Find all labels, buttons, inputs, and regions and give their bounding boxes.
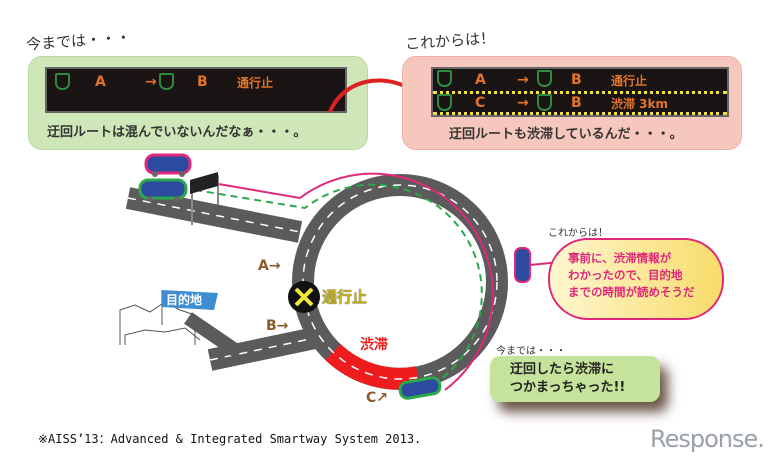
sign-arrow: → xyxy=(145,74,157,90)
past-bubble: 迂回したら渋滞に つかまっちゃった!! xyxy=(490,356,660,402)
car-icon-bottom xyxy=(398,376,442,400)
before-bubble: A → B 通行止 迂回ルートは混んでいないんだなぁ・・・。 xyxy=(28,56,368,150)
shield-icon xyxy=(437,94,452,111)
shield-icon xyxy=(537,94,552,111)
route-pink xyxy=(194,172,494,391)
jam-segment xyxy=(325,343,421,390)
route-green xyxy=(194,183,483,381)
closed-x-icon xyxy=(288,281,320,313)
jam-label: 渋滞 xyxy=(360,337,388,353)
shield-icon xyxy=(537,70,552,87)
footnote: ※AISS’13：Advanced & Integrated Smartway … xyxy=(38,432,422,446)
road-sign-icon xyxy=(190,172,219,225)
watermark-logo: Response. xyxy=(650,425,765,453)
future-bubble-heading: これからは！ xyxy=(548,228,608,239)
sign-status: 通行止 xyxy=(237,75,274,90)
sign-arrow: → xyxy=(517,72,529,88)
destination-buildings-icon xyxy=(119,290,218,345)
sign-status: 渋滞 3km xyxy=(611,96,669,111)
roads xyxy=(125,174,508,390)
sign-from: A xyxy=(95,74,106,90)
future-bubble: 事前に、渋滞情報が わかったので、目的地 までの時間が読めそうだ xyxy=(548,238,724,320)
car-icon-right xyxy=(514,247,531,283)
sign-arrow: → xyxy=(517,95,529,111)
past-text-line: つかまっちゃった!! xyxy=(510,380,626,395)
car-icon-green xyxy=(138,178,188,202)
label-c: C↗ xyxy=(366,390,389,406)
car-icon-pink xyxy=(144,153,192,177)
closed-label: 通行止 xyxy=(322,288,368,306)
after-bubble: A → A B 通行止 C → B 渋滞 3km 迂回ルートも渋滞しているんだ・… xyxy=(402,56,742,150)
label-b: B→ xyxy=(266,318,289,334)
label-a: A→ xyxy=(258,258,281,274)
destination-label: 目的地 xyxy=(166,293,203,307)
after-caption: 迂回ルートも渋滞しているんだ・・・。 xyxy=(449,127,683,142)
shield-icon xyxy=(55,73,70,90)
past-bubble-heading: 今までは・・・ xyxy=(496,346,566,357)
shield-icon xyxy=(437,70,452,87)
shield-icon xyxy=(159,73,174,90)
sign-from: C xyxy=(475,95,486,111)
sign-to: B xyxy=(571,72,582,88)
sign-status: 通行止 xyxy=(611,73,648,88)
sign-to: B xyxy=(197,74,208,90)
before-caption: 迂回ルートは混んでいないんだなぁ・・・。 xyxy=(47,125,307,140)
before-sign: A → B 通行止 xyxy=(45,67,347,113)
future-text-line: までの時間が読めそうだ xyxy=(568,285,695,299)
sign-from: A xyxy=(475,72,486,88)
future-text-line: 事前に、渋滞情報が xyxy=(568,251,672,265)
future-text-line: わかったので、目的地 xyxy=(568,268,683,282)
after-sign: A → A B 通行止 C → B 渋滞 3km xyxy=(431,67,729,117)
past-text-line: 迂回したら渋滞に xyxy=(510,362,615,377)
sign-to: B xyxy=(571,95,582,111)
